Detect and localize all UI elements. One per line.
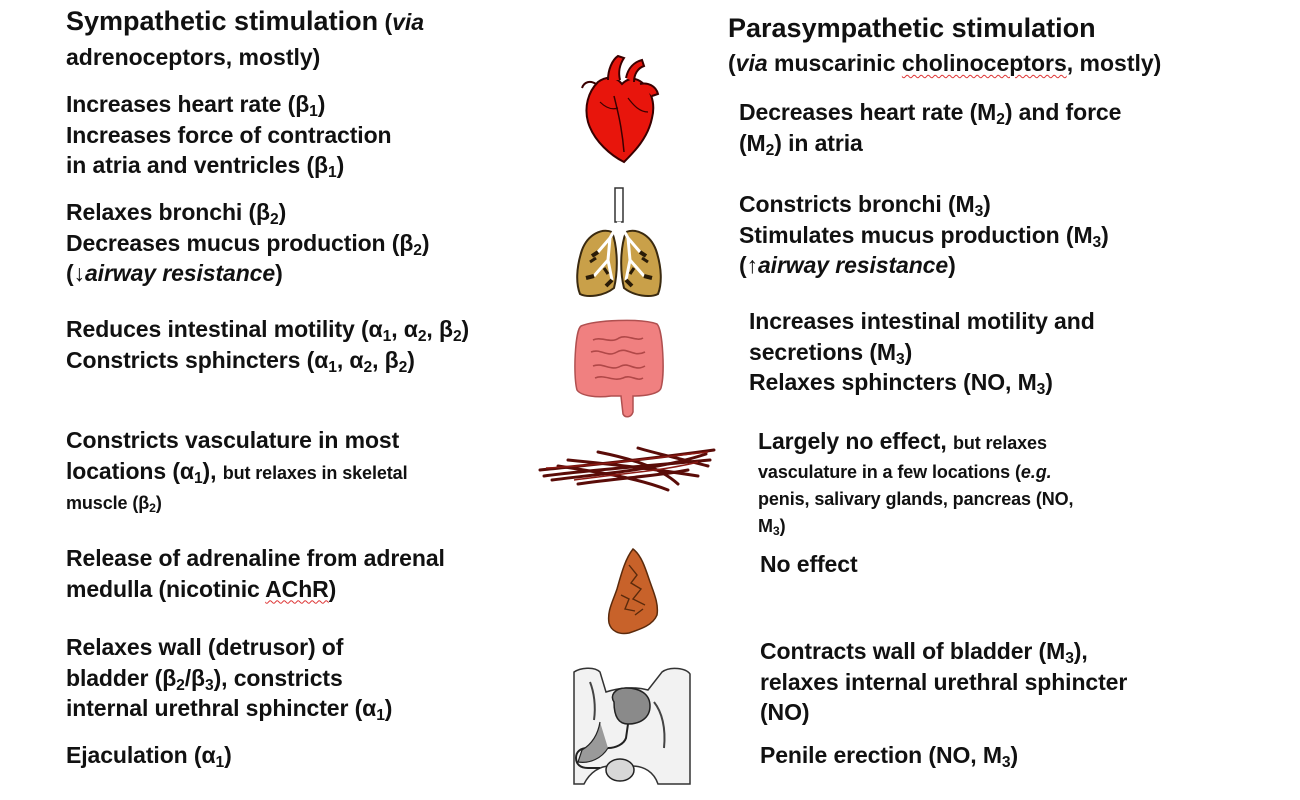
pelvis-bladder-icon: [573, 667, 691, 785]
para-lungs-text: Constricts bronchi (M3) Stimulates mucus…: [739, 191, 1109, 278]
symp-ejaculation-text: Ejaculation (α1): [66, 742, 232, 771]
para-intestine-text: Increases intestinal motility and secret…: [749, 308, 1095, 398]
heart-icon: [581, 54, 660, 164]
sympathetic-subheader: adrenoceptors, mostly): [66, 44, 321, 70]
para-erection-text: Penile erection (NO, M3): [760, 742, 1019, 771]
adrenal-gland-icon: [607, 547, 659, 635]
blood-vessels-icon: [538, 446, 716, 492]
para-vessels-text: Largely no effect, but relaxes vasculatu…: [758, 428, 1074, 538]
symp-lungs-text: Relaxes bronchi (β2) Decreases mucus pro…: [66, 199, 430, 286]
symp-vessels-text: Constricts vasculature in most locations…: [66, 427, 408, 516]
symp-intestine-text: Reduces intestinal motility (α1, α2, β2)…: [66, 316, 470, 376]
symp-heart-text: Increases heart rate (β1) Increases forc…: [66, 91, 392, 181]
parasympathetic-subheader: (via muscarinic cholinoceptors, mostly): [728, 50, 1162, 76]
lungs-icon: [576, 187, 662, 297]
sympathetic-title: Sympathetic stimulation: [66, 6, 379, 36]
symp-adrenal-text: Release of adrenaline from adrenal medul…: [66, 545, 445, 602]
para-adrenal-text: No effect: [760, 551, 858, 577]
symp-bladder-text: Relaxes wall (detrusor) of bladder (β2/β…: [66, 634, 393, 724]
para-heart-text: Decreases heart rate (M2) and force (M2)…: [739, 99, 1122, 159]
parasympathetic-title: Parasympathetic stimulation: [728, 13, 1096, 43]
sympathetic-header: Sympathetic stimulation (via: [66, 6, 425, 36]
intestine-icon: [574, 319, 664, 418]
para-bladder-text: Contracts wall of bladder (M3), relaxes …: [760, 638, 1128, 725]
